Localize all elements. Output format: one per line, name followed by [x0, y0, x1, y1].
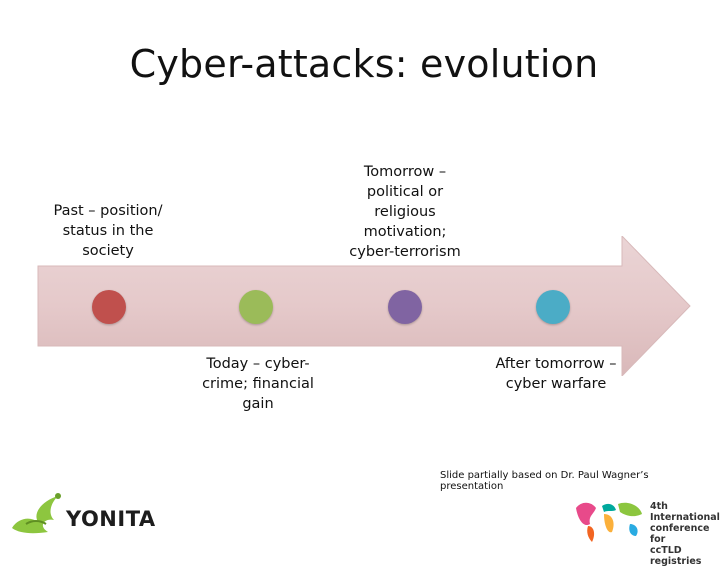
- timeline-dot-tomorrow: [388, 290, 422, 324]
- conference-line-1: 4th International: [650, 501, 720, 523]
- stage-label-past: Past – position/ status in the society: [53, 203, 163, 259]
- timeline-dot-past: [92, 290, 126, 324]
- credit-note: Slide partially based on Dr. Paul Wagner…: [440, 470, 649, 492]
- world-map-icon: [576, 502, 642, 542]
- stage-label-after-tomorrow: After tomorrow – cyber warfare: [495, 356, 617, 392]
- stage-label-today: Today – cyber-crime; financial gain: [202, 356, 314, 412]
- timeline-dot-after-tomorrow: [536, 290, 570, 324]
- slide: Cyber-attacks: evolution Past – position…: [12, 42, 720, 567]
- yonita-logo-icon: [12, 493, 61, 534]
- timeline-arrow: [37, 236, 691, 376]
- conference-label: 4th International conference for ccTLD r…: [650, 501, 726, 567]
- timeline-dot-today: [239, 290, 273, 324]
- conference-line-3: ccTLD registries: [650, 545, 702, 567]
- stage-label-tomorrow: Tomorrow – political or religious motiva…: [349, 164, 461, 260]
- yonita-brand-text: YONITA: [66, 507, 156, 531]
- conference-line-2: conference for: [650, 523, 710, 545]
- slide-title: Cyber-attacks: evolution: [129, 42, 599, 86]
